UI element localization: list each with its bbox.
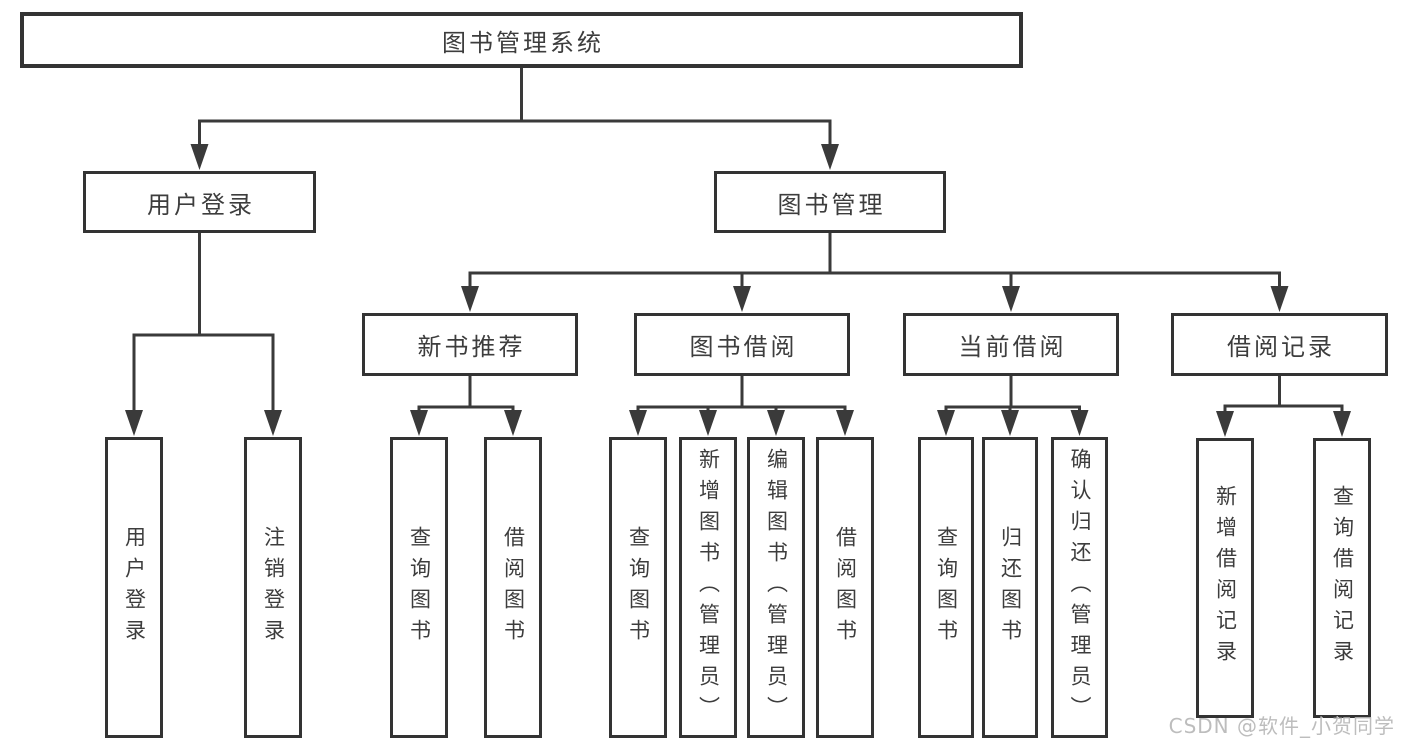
node-leaf-bb-edit: 编辑图书（管理员） bbox=[747, 437, 805, 738]
node-leaf-cb-query: 查询图书 bbox=[918, 437, 974, 738]
node-label: 归还图书 bbox=[998, 525, 1023, 650]
node-label: 新书推荐 bbox=[417, 333, 526, 361]
arrowhead-icon bbox=[733, 286, 751, 312]
arrowhead-icon bbox=[699, 410, 717, 436]
arrowhead-icon bbox=[461, 286, 479, 312]
node-leaf-cb-return: 归还图书 bbox=[982, 437, 1038, 738]
node-new-book-rec: 新书推荐 bbox=[362, 313, 578, 376]
node-label: 借阅图书 bbox=[833, 525, 858, 650]
arrowhead-icon bbox=[836, 410, 854, 436]
arrowhead-icon bbox=[1270, 286, 1289, 312]
node-leaf-rec-borrow: 借阅图书 bbox=[484, 437, 542, 738]
arrowhead-icon bbox=[264, 410, 282, 436]
node-label: 用户登录 bbox=[147, 190, 255, 219]
arrowhead-icon bbox=[821, 144, 839, 170]
node-label: 查询图书 bbox=[934, 525, 959, 650]
node-borrow-records: 借阅记录 bbox=[1171, 313, 1388, 376]
node-leaf-bb-borrow: 借阅图书 bbox=[816, 437, 874, 738]
node-label: 图书管理 bbox=[777, 190, 886, 219]
arrowhead-icon bbox=[767, 410, 785, 436]
node-label: 当前借阅 bbox=[958, 333, 1067, 361]
arrowhead-icon bbox=[190, 144, 209, 170]
arrowhead-icon bbox=[937, 410, 955, 436]
node-user-login: 用户登录 bbox=[83, 171, 316, 233]
arrowhead-icon bbox=[629, 410, 647, 436]
node-label: 用户登录 bbox=[122, 525, 147, 650]
node-current-borrow: 当前借阅 bbox=[903, 313, 1119, 376]
node-leaf-bb-add: 新增图书（管理员） bbox=[679, 437, 737, 738]
node-label: 图书借阅 bbox=[689, 333, 798, 361]
watermark: CSDN @软件_小贺同学 bbox=[1168, 714, 1395, 738]
node-label: 编辑图书（管理员） bbox=[764, 448, 789, 727]
arrowhead-icon bbox=[125, 410, 143, 436]
node-leaf-br-query: 查询借阅记录 bbox=[1313, 438, 1371, 718]
node-label: 新增图书（管理员） bbox=[696, 448, 721, 727]
node-label: 确认归还（管理员） bbox=[1068, 448, 1092, 727]
arrowhead-icon bbox=[1001, 410, 1019, 436]
node-label: 借阅图书 bbox=[501, 525, 526, 650]
node-book-borrow: 图书借阅 bbox=[634, 313, 850, 376]
node-leaf-rec-query: 查询图书 bbox=[390, 437, 448, 738]
node-label: 注销登录 bbox=[261, 525, 286, 650]
arrowhead-icon bbox=[1333, 411, 1351, 437]
node-leaf-user-login: 用户登录 bbox=[105, 437, 163, 738]
node-label: 查询图书 bbox=[407, 525, 432, 650]
node-label: 查询图书 bbox=[626, 525, 651, 650]
node-leaf-br-add: 新增借阅记录 bbox=[1196, 438, 1254, 718]
node-label: 图书管理系统 bbox=[442, 28, 604, 57]
node-label: 查询借阅记录 bbox=[1330, 485, 1355, 671]
node-leaf-cb-confirm: 确认归还（管理员） bbox=[1051, 437, 1108, 738]
node-label: 借阅记录 bbox=[1227, 333, 1335, 361]
arrowhead-icon bbox=[1070, 410, 1089, 436]
node-leaf-bb-query: 查询图书 bbox=[609, 437, 667, 738]
node-root: 图书管理系统 bbox=[20, 12, 1023, 68]
arrowhead-icon bbox=[1216, 411, 1234, 437]
node-leaf-logout: 注销登录 bbox=[244, 437, 302, 738]
node-label: 新增借阅记录 bbox=[1213, 485, 1238, 671]
arrowhead-icon bbox=[1002, 286, 1020, 312]
arrowhead-icon bbox=[504, 410, 522, 436]
arrowhead-icon bbox=[410, 410, 428, 436]
node-book-mgmt: 图书管理 bbox=[714, 171, 946, 233]
